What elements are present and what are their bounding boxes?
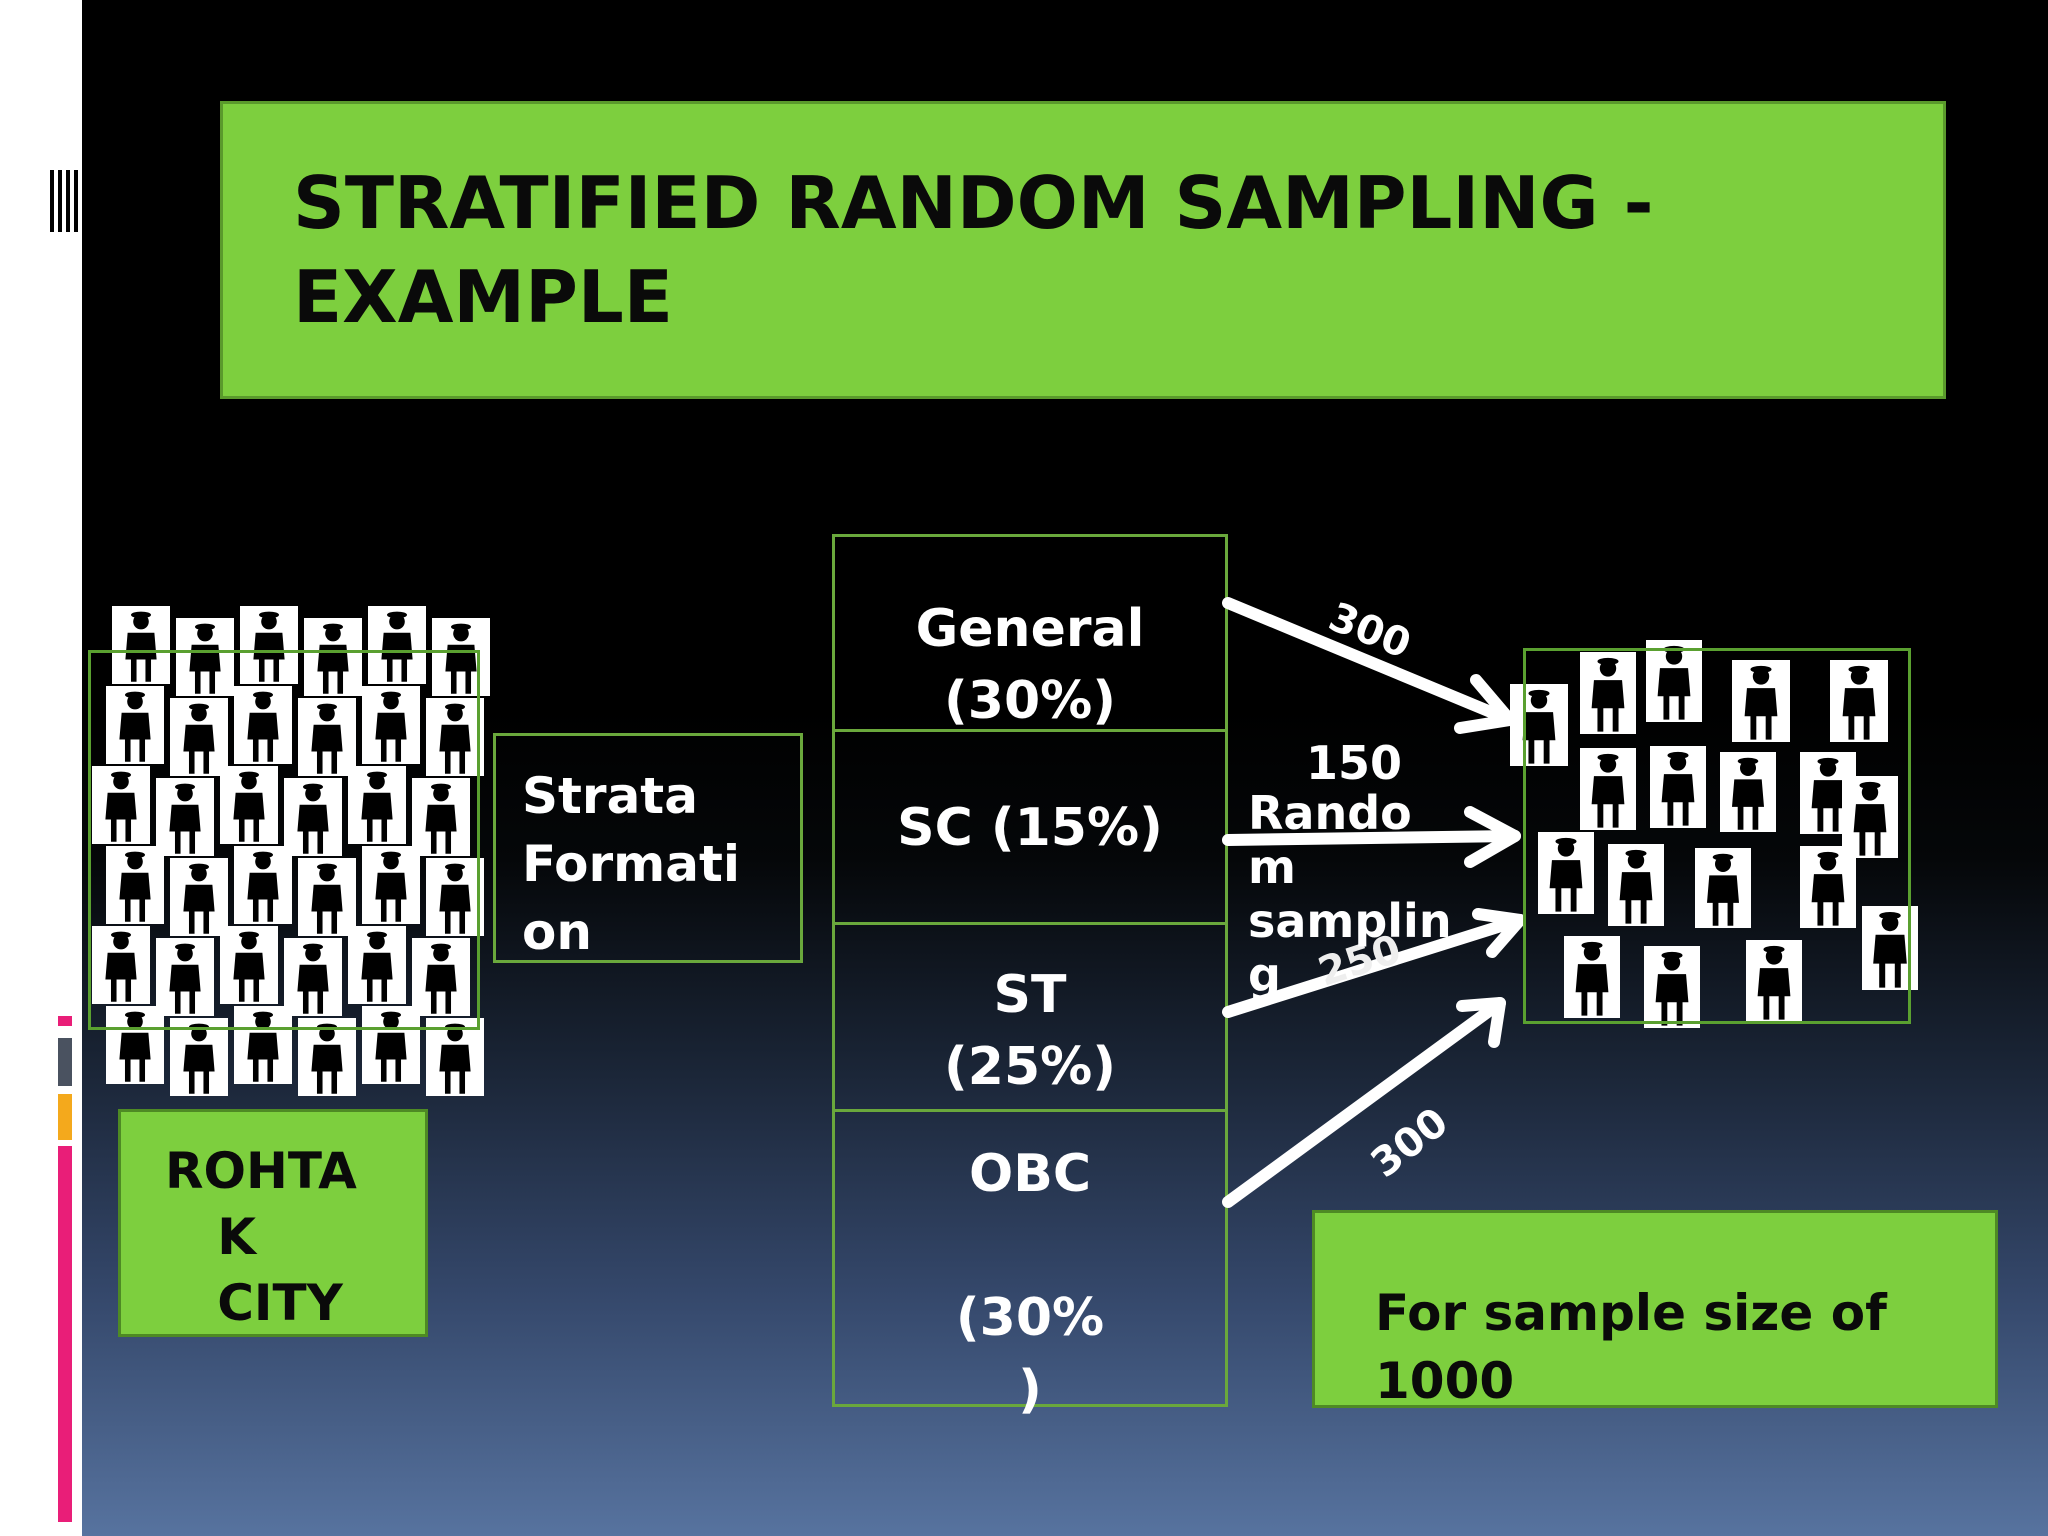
person-icon: [298, 698, 356, 776]
person-icon: [368, 606, 426, 684]
person-icon: [284, 938, 342, 1016]
person-icon: [92, 926, 150, 1004]
person-icon: [1695, 848, 1751, 928]
person-icon: [1800, 846, 1856, 928]
person-icon: [170, 858, 228, 936]
sample-size-box: For sample size of 1000: [1312, 1210, 1998, 1410]
person-icon: [362, 686, 420, 764]
left-accent-bar: [58, 1016, 72, 1522]
strata-formation-box: Strata Formati on: [493, 733, 803, 963]
person-icon: [1580, 652, 1636, 734]
sample-frame: [1523, 648, 1911, 1024]
arrow-obc: [1222, 997, 1506, 1208]
arrow-st: [1222, 914, 1526, 1018]
person-icon: [92, 766, 150, 844]
stratum-st-label: ST (25%): [944, 965, 1116, 1097]
person-icon: [1720, 752, 1776, 832]
stratum-sc: SC (15%): [832, 729, 1228, 925]
person-icon: [106, 846, 164, 924]
person-icon: [156, 938, 214, 1016]
person-icon: [426, 1018, 484, 1096]
sample-group-image: [1510, 636, 1920, 1036]
person-icon: [156, 778, 214, 856]
person-icon: [1564, 936, 1620, 1018]
person-icon: [1732, 660, 1790, 742]
sample-size-note: For sample size of 1000: [1375, 1284, 1887, 1410]
arrowhead-obc: [1456, 997, 1506, 1048]
person-icon: [298, 858, 356, 936]
person-icon: [412, 938, 470, 1016]
person-icon: [176, 618, 234, 696]
stratum-obc-label: OBC (30% ): [955, 1144, 1105, 1420]
person-icon: [1830, 660, 1888, 742]
person-icon: [234, 1006, 292, 1084]
person-icon: [362, 1006, 420, 1084]
person-icon: [348, 766, 406, 844]
person-icon: [220, 766, 278, 844]
stratum-sc-label: SC (15%): [897, 798, 1163, 858]
population-crowd-image: [80, 596, 500, 1096]
person-icon: [1538, 832, 1594, 914]
arrow-sc: [1222, 830, 1521, 846]
person-icon: [432, 618, 490, 696]
person-icon: [1580, 748, 1636, 830]
strata-formation-label: Strata Formati on: [522, 767, 741, 961]
person-icon: [1746, 940, 1802, 1022]
arrowhead-sc: [1464, 806, 1521, 868]
person-icon: [1608, 844, 1664, 926]
person-icon: [234, 846, 292, 924]
person-icon: [362, 846, 420, 924]
random-sampling-label: Rando m samplin g: [1248, 786, 1452, 1002]
person-icon: [426, 698, 484, 776]
stratum-general-label: General (30%): [915, 599, 1145, 731]
population-label: ROHTA K CITY: [165, 1142, 357, 1332]
person-icon: [348, 926, 406, 1004]
person-icon: [1644, 946, 1700, 1028]
arrowhead-st: [1472, 908, 1526, 958]
person-icon: [220, 926, 278, 1004]
person-icon: [426, 858, 484, 936]
person-icon: [106, 686, 164, 764]
person-icon: [112, 606, 170, 684]
person-icon: [170, 1018, 228, 1096]
person-icon: [304, 618, 362, 696]
person-icon: [234, 686, 292, 764]
person-icon: [284, 778, 342, 856]
population-label-box: ROHTA K CITY: [118, 1109, 428, 1337]
stratum-obc: OBC (30% ): [832, 1109, 1228, 1420]
person-icon: [170, 698, 228, 776]
population-frame: [88, 650, 480, 1030]
person-icon: [240, 606, 298, 684]
left-stripe-marks: [46, 170, 82, 240]
person-icon: [106, 1006, 164, 1084]
person-icon: [1842, 776, 1898, 858]
count-sc: 150: [1306, 736, 1403, 790]
person-icon: [1650, 746, 1706, 828]
person-icon: [412, 778, 470, 856]
slide-title: STRATIFIED RANDOM SAMPLING - EXAMPLE: [293, 161, 1654, 339]
person-icon: [298, 1018, 356, 1096]
title-banner: STRATIFIED RANDOM SAMPLING - EXAMPLE: [220, 101, 1946, 399]
arrow-general: [1222, 597, 1516, 726]
person-icon: [1510, 684, 1568, 766]
